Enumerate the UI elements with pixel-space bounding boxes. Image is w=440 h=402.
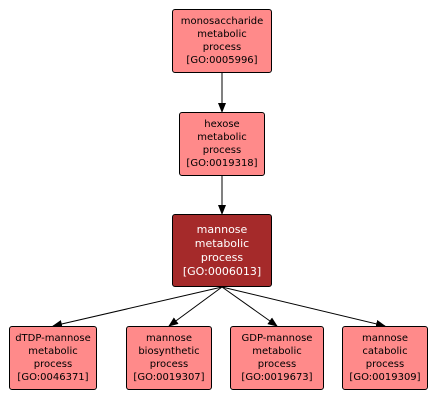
- node-gdp-mannose-metabolic-process[interactable]: GDP-mannose metabolic process [GO:001967…: [230, 326, 324, 390]
- node-label-line: process: [149, 359, 189, 370]
- node-label-line: dTDP-mannose: [15, 333, 91, 344]
- node-label-line: process: [202, 145, 242, 156]
- node-label-line: metabolic: [197, 29, 247, 40]
- edge-mannose-to-catabolic: [221, 286, 386, 328]
- node-go-id: [GO:0005996]: [186, 55, 258, 66]
- node-dtdp-mannose-metabolic-process[interactable]: dTDP-mannose metabolic process [GO:00463…: [9, 326, 97, 390]
- node-label-line: mannose: [196, 222, 248, 236]
- node-mannose-catabolic-process[interactable]: mannose catabolic process [GO:0019309]: [342, 326, 428, 390]
- node-go-id: [GO:0019318]: [186, 158, 258, 169]
- node-label-line: process: [202, 42, 242, 53]
- node-label-line: metabolic: [194, 236, 250, 250]
- node-label-line: mannose: [145, 333, 193, 344]
- node-label-line: GDP-mannose: [241, 333, 313, 344]
- node-label-line: biosynthetic: [138, 346, 200, 357]
- node-mannose-biosynthetic-process[interactable]: mannose biosynthetic process [GO:0019307…: [126, 326, 212, 390]
- node-label-line: process: [257, 359, 297, 370]
- node-go-id: [GO:0019309]: [349, 372, 421, 383]
- node-go-id: [GO:0046371]: [17, 372, 89, 383]
- node-label-line: metabolic: [252, 346, 302, 357]
- node-go-id: [GO:0006013]: [182, 264, 262, 278]
- node-label-line: hexose: [204, 119, 240, 130]
- node-label-line: process: [33, 359, 73, 370]
- node-label-line: metabolic: [28, 346, 78, 357]
- edge-mannose-to-dtdp: [52, 286, 223, 328]
- node-monosaccharide-metabolic-process[interactable]: monosaccharide metabolic process [GO:000…: [172, 9, 272, 73]
- node-label-line: process: [365, 359, 405, 370]
- edge-mannose-to-gdp: [221, 286, 278, 327]
- node-hexose-metabolic-process[interactable]: hexose metabolic process [GO:0019318]: [179, 112, 265, 176]
- edge-mannose-to-biosynthetic: [168, 286, 223, 327]
- node-label-line: catabolic: [362, 346, 408, 357]
- node-label-line: metabolic: [197, 132, 247, 143]
- node-label-line: monosaccharide: [180, 16, 264, 27]
- node-label-line: process: [200, 250, 244, 264]
- node-go-id: [GO:0019307]: [133, 372, 205, 383]
- node-label-line: mannose: [361, 333, 409, 344]
- node-mannose-metabolic-process[interactable]: mannose metabolic process [GO:0006013]: [172, 214, 272, 287]
- node-go-id: [GO:0019673]: [241, 372, 313, 383]
